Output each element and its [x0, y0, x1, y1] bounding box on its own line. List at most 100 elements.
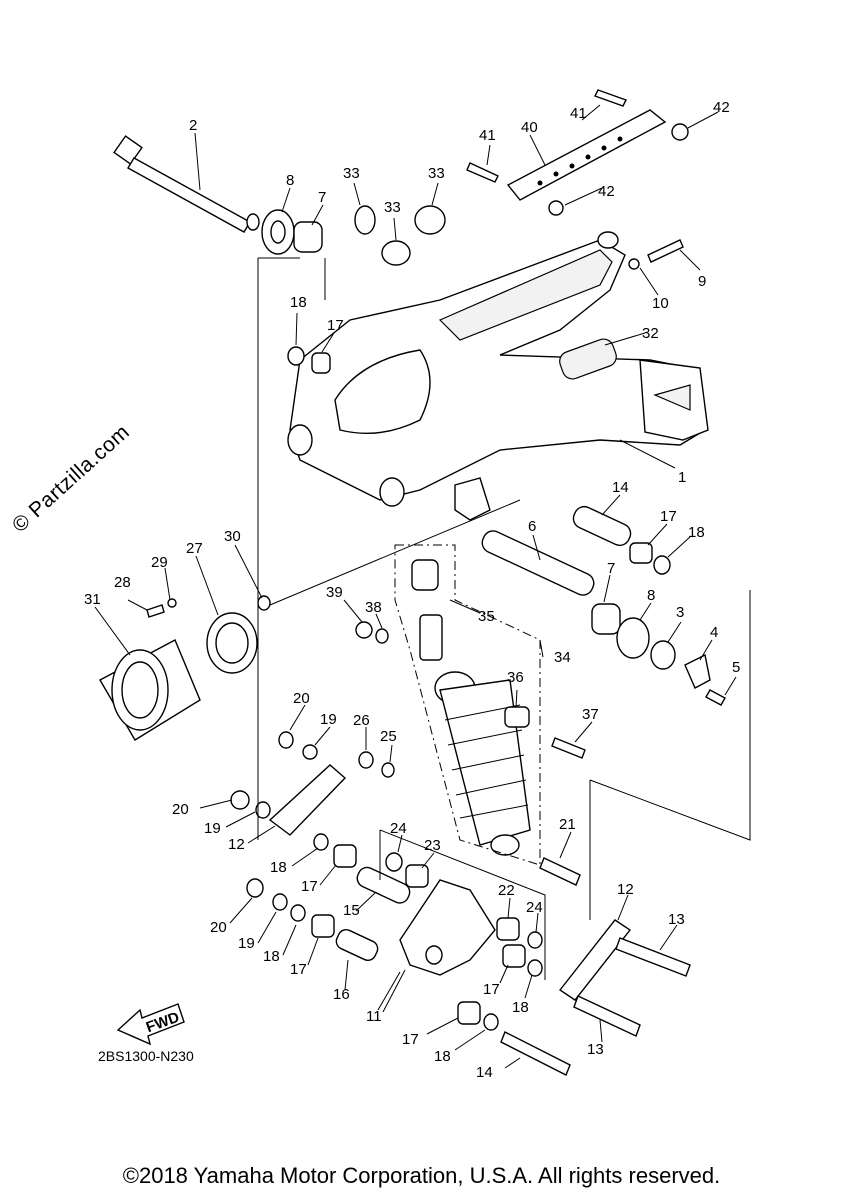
bolt-9: [647, 239, 684, 263]
callout-42-b: 42: [598, 183, 615, 200]
nut-3: [650, 640, 676, 670]
callout-30: 30: [224, 528, 241, 545]
plate-4: [684, 653, 711, 689]
callout-8: 8: [286, 172, 294, 189]
pad-32: [559, 338, 617, 380]
bearing-17-d: [311, 914, 335, 938]
callout-22: 22: [498, 882, 515, 899]
callout-41-b: 41: [570, 105, 587, 122]
cap-33: [354, 205, 376, 235]
callout-23: 23: [424, 837, 441, 854]
callout-10: 10: [652, 295, 669, 312]
bolt-5: [705, 689, 726, 706]
leader-lines: [94, 104, 737, 1069]
bearing-7: [293, 221, 323, 253]
callout-21: 21: [559, 816, 576, 833]
callout-18: 18: [290, 294, 307, 311]
washer-25: [381, 762, 395, 778]
callout-4: 4: [710, 624, 718, 641]
bolt-37: [551, 737, 586, 759]
collar-30: [257, 595, 271, 611]
collar-22: [496, 917, 520, 941]
seal-18: [287, 346, 305, 366]
callout-labels: 2 8 7 33 33 33 41 40 41 42 42 9 10 32 1 …: [84, 99, 740, 1081]
callout-18-d: 18: [263, 948, 280, 965]
callout-33-b: 33: [384, 199, 401, 216]
callout-13: 13: [668, 911, 685, 928]
bolt-28: [146, 604, 165, 618]
callout-26: 26: [353, 712, 370, 729]
callout-2: 2: [189, 117, 197, 134]
callout-18-f: 18: [434, 1048, 451, 1065]
bearing-7-r: [591, 603, 621, 635]
callout-8-b: 8: [647, 587, 655, 604]
washer-19-b: [255, 801, 271, 819]
callout-12-b: 12: [617, 881, 634, 898]
callout-20-b: 20: [172, 801, 189, 818]
nut-26: [358, 751, 374, 769]
diagram-code: 2BS1300-N230: [98, 1048, 194, 1064]
callout-17-d: 17: [290, 961, 307, 978]
callout-3: 3: [676, 604, 684, 621]
callout-6: 6: [528, 518, 536, 535]
callout-24: 24: [390, 820, 407, 837]
seal-8-r: [616, 617, 650, 659]
seal-18-r: [653, 555, 671, 575]
nut-42: [671, 123, 689, 141]
washer-19-a: [302, 744, 318, 760]
copyright-notice: ©2018 Yamaha Motor Corporation, U.S.A. A…: [122, 1163, 721, 1188]
seal-24: [385, 852, 403, 872]
pivot-shaft: [113, 135, 260, 233]
callout-20-c: 20: [210, 919, 227, 936]
callout-12: 12: [228, 836, 245, 853]
callout-20: 20: [293, 690, 310, 707]
chain-puller-40: [506, 109, 667, 201]
rod-12: [268, 764, 347, 836]
fwd-arrow: FWD: [116, 1003, 185, 1046]
callout-36: 36: [507, 669, 524, 686]
seal-18-c: [313, 833, 329, 851]
seal-18-f: [483, 1013, 499, 1031]
callout-42: 42: [713, 99, 730, 116]
nut-20-c: [246, 878, 264, 898]
seal-18-d: [290, 904, 306, 922]
callout-40: 40: [521, 119, 538, 136]
callout-15: 14: [476, 1064, 493, 1081]
bolt-13-b: [573, 995, 641, 1037]
bolt-21: [539, 857, 581, 886]
callout-25: 25: [380, 728, 397, 745]
seal-18-e: [527, 959, 543, 977]
callout-17-e: 17: [483, 981, 500, 998]
nut-20-a: [278, 731, 294, 749]
callout-35: 35: [478, 608, 495, 625]
callout-18-b: 18: [688, 524, 705, 541]
collar-14: [572, 505, 632, 547]
nut-20-b: [230, 790, 250, 810]
callout-17-c: 17: [301, 878, 318, 895]
bearing-17-r: [629, 542, 653, 564]
washer-29: [167, 598, 177, 608]
nut-42-b: [548, 200, 564, 216]
seal-24-b: [527, 931, 543, 949]
callout-19-c: 19: [238, 935, 255, 952]
callout-9: 9: [698, 273, 706, 290]
callout-19: 19: [320, 711, 337, 728]
rod-12-b: [558, 919, 632, 1001]
bearing-17-c: [333, 844, 357, 868]
callout-1: 1: [678, 469, 686, 486]
callout-14: 14: [612, 479, 629, 496]
callout-13-b: 13: [587, 1041, 604, 1058]
cap-33-b: [381, 240, 411, 266]
bearing-17: [311, 352, 331, 374]
callout-38: 38: [365, 599, 382, 616]
shaft-6: [481, 530, 595, 596]
callout-17-f: 17: [402, 1031, 419, 1048]
callout-16: 16: [333, 986, 350, 1003]
callout-7: 7: [318, 189, 326, 206]
callout-33: 33: [343, 165, 360, 182]
washer-10: [628, 258, 640, 270]
adjuster-35: [411, 559, 439, 591]
callout-37: 37: [582, 706, 599, 723]
callout-27: 27: [186, 540, 203, 557]
